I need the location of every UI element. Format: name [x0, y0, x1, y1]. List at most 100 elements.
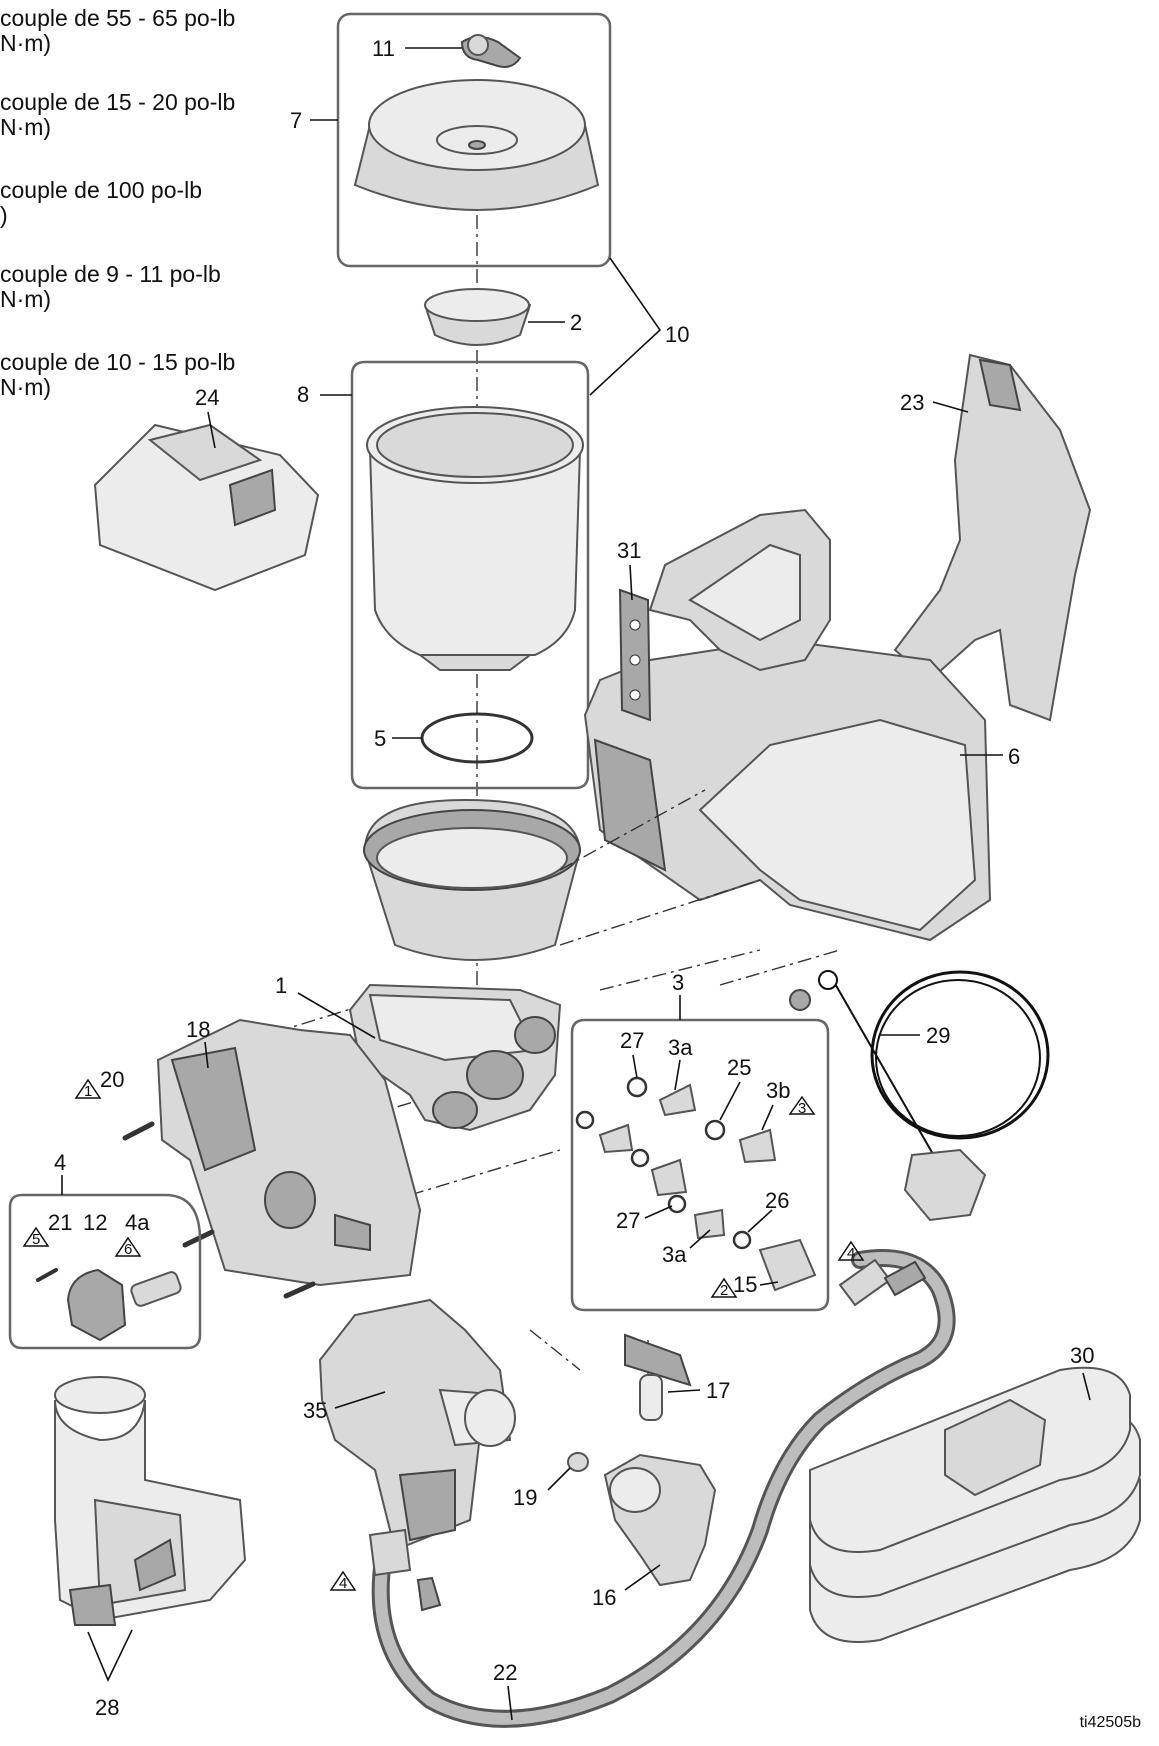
callout-16: 16: [592, 1585, 616, 1610]
paint-cup: [366, 406, 584, 671]
guide-line: [409, 1149, 561, 1196]
leader-1: [297, 992, 376, 1039]
callout-21: 21: [48, 1210, 72, 1235]
callout-30: 30: [1070, 1343, 1094, 1368]
callout-28: 28: [95, 1695, 119, 1720]
note-triangle-21-label: 5: [32, 1231, 40, 1248]
note-triangle-21: 5: [22, 1226, 50, 1248]
callout-20: 20: [100, 1067, 124, 1092]
torque-note-1-line1: couple de 55 - 65 po-lb: [0, 5, 236, 31]
callout-18: 18: [186, 1017, 210, 1042]
callout-8: 8: [297, 382, 309, 407]
leader-3a-bottom: [689, 1229, 711, 1249]
note-triangle-20: 1: [74, 1078, 102, 1100]
torque-note-1-line2: N·m): [0, 30, 52, 56]
guide-line: [599, 949, 761, 991]
callout-15: 15: [733, 1272, 757, 1297]
torque-note-2: couple de 15 - 20 po-lb N·m): [0, 90, 235, 140]
torque-note-1: couple de 55 - 65 po-lb N·m): [0, 6, 235, 56]
lid-cap: [460, 34, 522, 68]
callout-11: 11: [372, 36, 395, 61]
strainer: [423, 288, 532, 346]
cover-screw: [283, 1281, 316, 1299]
guide-line: [319, 1099, 421, 1131]
figure-id: ti42505b: [1079, 1714, 1141, 1731]
callout-2: 2: [570, 310, 582, 335]
note-triangle-3b-label: 3: [798, 1100, 806, 1117]
callout-3: 3: [672, 970, 684, 995]
leader-3b: [761, 1104, 774, 1131]
cup-group-box: [350, 360, 590, 790]
callout-3a-bottom: 3a: [662, 1242, 687, 1267]
carry-handle: [648, 508, 831, 672]
ground-wire: [789, 970, 1050, 1222]
note-triangle-hose-top: 4: [837, 1240, 865, 1262]
battery-pack: [93, 423, 320, 592]
leader-28: [87, 1629, 133, 1682]
leader-35: [334, 1391, 386, 1409]
callout-25: 25: [727, 1055, 751, 1080]
spray-tip: [624, 1333, 692, 1421]
tip-guard: [603, 1453, 717, 1587]
guide-line: [559, 789, 706, 871]
callout-26: 26: [765, 1188, 789, 1213]
mounting-bracket: [618, 588, 652, 722]
leader-22: [507, 1685, 513, 1721]
hose-fitting-top: [838, 1258, 927, 1307]
lid-group-box: [336, 12, 612, 268]
pump-cover: [156, 1018, 422, 1287]
sprayer-housing: [583, 638, 992, 942]
note-triangle-15-label: 2: [720, 1282, 728, 1299]
torque-note-5: couple de 10 - 15 po-lb N·m): [0, 350, 235, 400]
note-triangle-4a: 6: [114, 1236, 142, 1258]
note-triangle-hose-top-label: 4: [847, 1245, 855, 1262]
guide-line: [529, 1329, 581, 1371]
callout-5: 5: [374, 726, 386, 751]
callout-27-bottom: 27: [616, 1208, 640, 1233]
callout-7: 7: [290, 108, 302, 133]
gun-seal: [567, 1452, 589, 1472]
note-triangle-hose-bottom: 4: [329, 1570, 357, 1592]
torque-note-4-line1: couple de 9 - 11 po-lb: [0, 261, 221, 287]
torque-note-3-line2: ): [0, 202, 8, 228]
leader-30: [1082, 1372, 1091, 1401]
leader-25: [719, 1081, 741, 1121]
torque-note-2-line2: N·m): [0, 114, 52, 140]
pump-collar: [363, 798, 582, 961]
set-screw: [36, 1268, 58, 1282]
spray-gun: [318, 1298, 516, 1552]
note-triangle-15: 2: [710, 1277, 738, 1299]
note-triangle-20-label: 1: [84, 1083, 92, 1100]
leader-3a-top: [674, 1059, 681, 1091]
callout-3a-top: 3a: [668, 1035, 693, 1060]
callout-24: 24: [195, 385, 219, 410]
carrying-belt: [809, 1366, 1141, 1643]
belt-holster: [893, 353, 1092, 722]
torque-note-4-line2: N·m): [0, 286, 52, 312]
leader-24: [207, 411, 216, 449]
leader-10: [589, 257, 662, 396]
leader-18: [204, 1041, 209, 1069]
leader-26: [747, 1209, 773, 1233]
callout-4a: 4a: [125, 1210, 150, 1235]
note-triangle-hose-bottom-label: 4: [339, 1575, 347, 1592]
callout-29: 29: [926, 1023, 950, 1048]
knob-group-box: [8, 1193, 202, 1350]
callout-3b: 3b: [766, 1078, 790, 1103]
callout-10: 10: [665, 322, 689, 347]
callout-1: 1: [275, 973, 287, 998]
pressure-shaft: [130, 1271, 182, 1307]
torque-note-5-line2: N·m): [0, 374, 52, 400]
guide-line: [719, 949, 841, 986]
leader-15: [759, 1281, 779, 1286]
note-triangle-4a-label: 6: [124, 1241, 132, 1258]
leader-16: [624, 1564, 661, 1591]
torque-note-2-line1: couple de 15 - 20 po-lb: [0, 89, 236, 115]
callout-12: 12: [83, 1210, 107, 1235]
leader-27-top: [632, 1054, 638, 1079]
guide-line: [559, 879, 761, 946]
leader-23: [932, 401, 969, 413]
torque-note-5-line1: couple de 10 - 15 po-lb: [0, 349, 236, 375]
callout-17: 17: [706, 1378, 730, 1403]
